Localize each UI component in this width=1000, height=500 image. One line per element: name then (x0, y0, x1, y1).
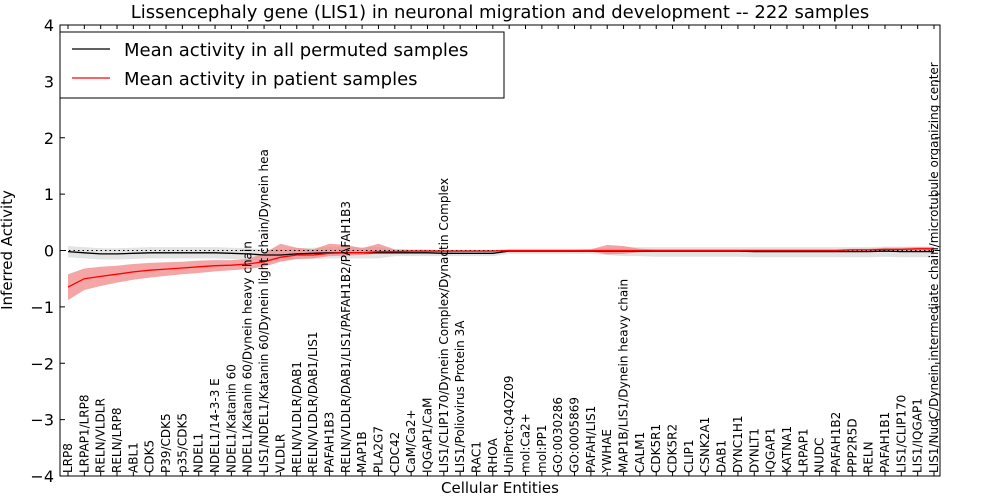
x-tick-label: RELN/VLDLR/DAB1/LIS1 (306, 332, 320, 473)
x-tick-label: DYNLT1 (747, 428, 761, 473)
x-tick-label: RAC1 (470, 441, 484, 473)
y-tick-label: −2 (30, 354, 54, 373)
x-tick-label: NUDC (813, 438, 827, 473)
x-tick-label: RHOA (486, 437, 500, 473)
x-tick-label: DYNC1H1 (731, 415, 745, 473)
y-tick-label: −1 (30, 298, 54, 317)
x-tick-label: CaM/Ca2+ (404, 409, 418, 473)
x-tick-label: IQGAP1 (764, 428, 778, 473)
chart-title: Lissencephaly gene (LIS1) in neuronal mi… (131, 2, 870, 23)
x-tick-label: RELN (862, 441, 876, 473)
series-line-permuted (67, 250, 934, 256)
x-tick-label: VLDLR (273, 434, 287, 473)
x-tick-label: PAFAH1B3 (322, 412, 336, 473)
y-tick-label: 4 (44, 16, 54, 35)
band-patient (68, 243, 934, 301)
series-line-patient (67, 248, 934, 288)
x-tick-label: KATNA1 (780, 426, 794, 473)
x-tick-label: DAB1 (715, 440, 729, 473)
y-axis-label: Inferred Activity (0, 190, 16, 310)
x-tick-label: LRPAP1 (796, 428, 810, 473)
x-tick-label: PAFAH1B2 (829, 412, 843, 473)
x-tick-label: CALM1 (633, 432, 647, 473)
y-tick-label: 2 (44, 129, 54, 148)
x-tick-label: IQGAP1/CaM (421, 398, 435, 474)
x-tick-label: NDEL1/Katanin 60 (224, 364, 238, 473)
x-tick-label: PAFAH/LIS1 (584, 406, 598, 473)
x-tick-label: LRP8 (61, 443, 75, 473)
x-tick-label: ABL1 (126, 442, 140, 473)
x-tick-label: CDK5R1 (649, 424, 663, 473)
x-tick-label: P39/CDK5 (159, 413, 173, 473)
x-tick-label: PAFAH1B1 (878, 412, 892, 473)
x-tick-label: LIS1/Poliovirus Protein 3A (453, 320, 467, 473)
x-tick-label: RELN/VLDLR (94, 398, 108, 473)
x-tick-label: LRPAP1/LRP8 (77, 394, 91, 473)
legend-box (59, 31, 505, 99)
x-tick-label: mol:PP1 (535, 424, 549, 473)
y-tick-label: −4 (30, 467, 54, 486)
x-tick-label: GO:0030286 (551, 397, 565, 473)
x-tick-label: RELN/VLDLR/DAB1/LIS1/PAFAH1B2/PAFAH1B3 (339, 201, 353, 473)
x-tick-label: PPP2R5D (845, 418, 859, 473)
legend-entry-permuted: Mean activity in all permuted samples (124, 40, 468, 61)
y-axis: −4 −3 −2 −1 0 1 2 3 4 (30, 16, 940, 486)
x-tick-label: RELN/VLDLR/DAB1 (290, 361, 304, 473)
x-tick-label: MAP1B/LIS1/Dynein heavy chain (617, 279, 631, 473)
x-tick-label: CDK5R2 (666, 424, 680, 473)
x-tick-label: UniProt:Q4QZ09 (502, 375, 516, 473)
legend: Mean activity in all permuted samples Me… (59, 31, 505, 99)
x-tick-label: NDEL1/Katanin 60/Dynein heavy chain (241, 241, 255, 473)
x-tick-label: NDEL1 (192, 433, 206, 473)
x-tick-label: CDC42 (388, 432, 402, 473)
x-tick-label: CLIP1 (682, 440, 696, 473)
x-tick-label: NDEL1/14-3-3 E (208, 378, 222, 473)
plot-area (60, 243, 940, 301)
x-tick-label: LIS1/NDEL1/Katanin 60/Dynein light chain… (257, 149, 271, 473)
legend-entry-patient: Mean activity in patient samples (124, 69, 418, 90)
x-tick-label: RELN/LRP8 (110, 407, 124, 473)
y-tick-label: 0 (44, 242, 54, 261)
x-tick-label: YWHAE (600, 429, 614, 474)
x-tick-label: CSNK2A1 (698, 417, 712, 473)
x-tick-label: LIS1/CLIP170 (894, 395, 908, 473)
y-tick-label: −3 (30, 411, 54, 430)
x-tick-label: LIS1/NudC/Dynein intermediate chain/micr… (927, 62, 941, 473)
x-axis-label: Cellular Entities (441, 479, 559, 497)
x-tick-label: mol:Ca2+ (519, 413, 533, 473)
x-tick-label: MAP1B (355, 431, 369, 473)
x-tick-label: PLA2G7 (372, 426, 386, 473)
x-tick-label: GO:0005869 (568, 397, 582, 473)
y-tick-label: 1 (44, 185, 54, 204)
x-tick-label: LIS1/IQGAP1 (911, 398, 925, 473)
x-tick-label: LIS1/CLIP170/Dynein Complex/Dynactin Com… (437, 178, 451, 473)
x-tick-label: p35/CDK5 (175, 413, 189, 473)
y-tick-label: 3 (44, 72, 54, 91)
x-tick-label: CDK5 (143, 440, 157, 473)
